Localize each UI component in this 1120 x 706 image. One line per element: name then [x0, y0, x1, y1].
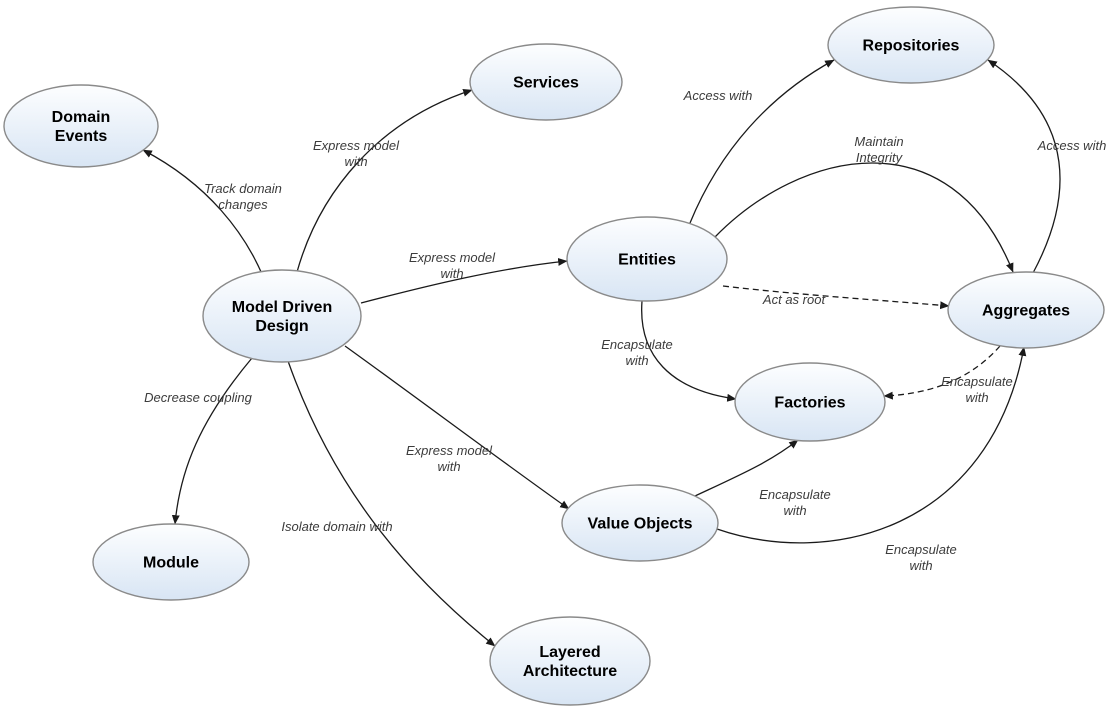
node-value-objects: Value Objects [561, 484, 719, 562]
edge-encapsulate-value-objects-factories [694, 439, 799, 497]
node-module: Module [92, 523, 250, 601]
edge-access-with-entities-repositories [689, 59, 835, 224]
node-shape-services [469, 43, 623, 121]
node-label-module: Module [143, 555, 199, 572]
edge-label-act-as-root: Act as root [762, 292, 827, 307]
edge-encapsulate-aggregates-factories [883, 345, 1001, 400]
edge-label-access-with-aggregates-repositories: Access with [1037, 138, 1107, 153]
edge-express-model-value-objects [344, 345, 570, 510]
edge-track-domain-changes [142, 149, 263, 275]
node-factories: Factories [734, 362, 886, 442]
edge-maintain-integrity [714, 162, 1014, 273]
node-label-repositories: Repositories [863, 38, 960, 55]
node-repositories: Repositories [827, 6, 995, 84]
node-shape-value-objects [561, 484, 719, 562]
node-label-value-objects: Value Objects [588, 516, 693, 533]
edge-decrease-coupling [171, 357, 253, 525]
edge-act-as-root [722, 285, 950, 310]
node-shape-entities [566, 216, 728, 302]
node-shape-model-driven-design [202, 269, 362, 363]
node-shape-layered-architecture [489, 616, 651, 706]
node-label-services: Services [513, 75, 579, 92]
node-label-entities: Entities [618, 252, 676, 269]
node-label-factories: Factories [774, 395, 845, 412]
edge-label-access-with-entities-repositories: Access with [683, 88, 753, 103]
edge-encapsulate-value-objects-aggregates [716, 346, 1027, 544]
node-shape-module [92, 523, 250, 601]
node-aggregates: Aggregates [947, 271, 1105, 349]
node-shape-factories [734, 362, 886, 442]
edge-label-isolate-domain-with: Isolate domain with [281, 519, 392, 534]
node-entities: Entities [566, 216, 728, 302]
node-services: Services [469, 43, 623, 121]
edge-express-model-services [296, 88, 473, 273]
edge-label-decrease-coupling: Decrease coupling [144, 390, 252, 405]
edge-isolate-domain-with [287, 360, 496, 647]
node-shape-aggregates [947, 271, 1105, 349]
node-shape-domain-events [3, 84, 159, 168]
edge-express-model-entities [360, 257, 568, 304]
node-shape-repositories [827, 6, 995, 84]
edge-access-with-aggregates-repositories [987, 59, 1061, 274]
edge-encapsulate-entities-factories [641, 300, 737, 402]
node-label-aggregates: Aggregates [982, 303, 1070, 320]
